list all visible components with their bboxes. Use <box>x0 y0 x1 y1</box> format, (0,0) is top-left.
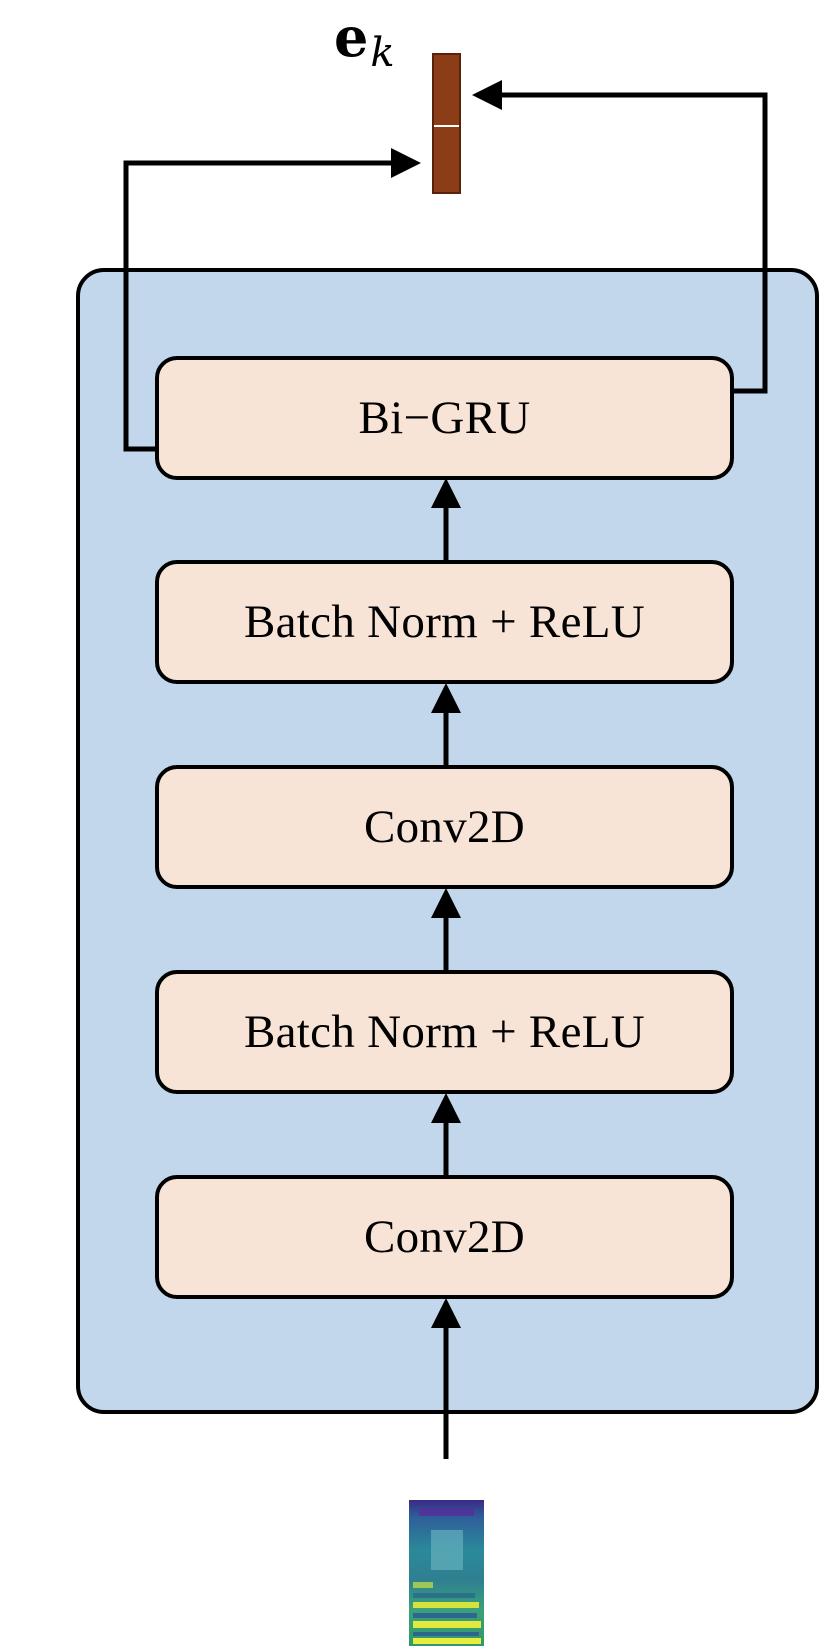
batch-norm-relu-label-lower: Batch Norm + ReLU <box>244 1006 645 1058</box>
embedding-vector <box>432 53 461 194</box>
batch-norm-relu-block-upper: Batch Norm + ReLU <box>155 560 734 684</box>
bi-gru-block: Bi−GRU <box>155 356 734 480</box>
conv2d-block-lower: Conv2D <box>155 1175 734 1299</box>
embedding-subscript: k <box>370 30 395 76</box>
batch-norm-relu-label-upper: Batch Norm + ReLU <box>244 596 645 648</box>
batch-norm-relu-block-lower: Batch Norm + ReLU <box>155 970 734 1094</box>
embedding-vector-divider <box>434 125 459 127</box>
spectrogram-icon <box>409 1500 484 1646</box>
arrow-bigru-right-to-embedding <box>472 80 768 394</box>
embedding-label: ek <box>334 10 395 73</box>
arrow-bigru-left-to-embedding <box>123 148 421 452</box>
embedding-symbol: e <box>334 5 369 69</box>
conv2d-label-lower: Conv2D <box>363 1211 526 1263</box>
conv2d-block-upper: Conv2D <box>155 765 734 889</box>
bi-gru-label: Bi−GRU <box>358 392 531 444</box>
conv2d-label-upper: Conv2D <box>363 801 526 853</box>
